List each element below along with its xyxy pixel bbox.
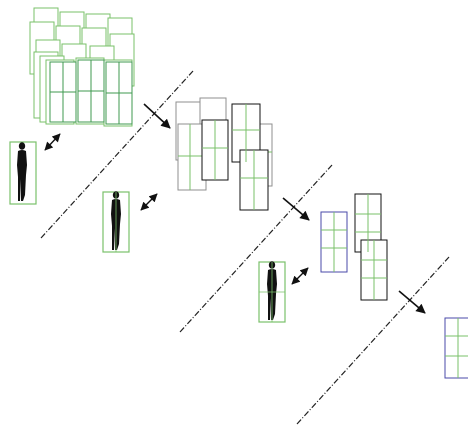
double-arrow-icon [291,267,309,285]
separator-line-3 [296,256,450,425]
separator-lines [40,70,450,425]
arrow-icon [398,290,426,314]
stage-3-person-box [258,261,286,323]
arrow-icon [282,197,310,221]
arrow-icon [143,103,171,129]
separator-line-1 [40,70,194,239]
stage-2-person-box [102,191,130,253]
double-arrow-icon [44,133,61,151]
stage-4-box [444,317,468,379]
stage-1-box-stack [29,7,135,127]
stage-2-box-group [175,97,273,211]
double-arrow-icon [140,193,158,211]
stage-3-box-group [320,193,388,301]
stage-1-person-box [9,141,37,205]
separator-line-2 [179,164,333,333]
